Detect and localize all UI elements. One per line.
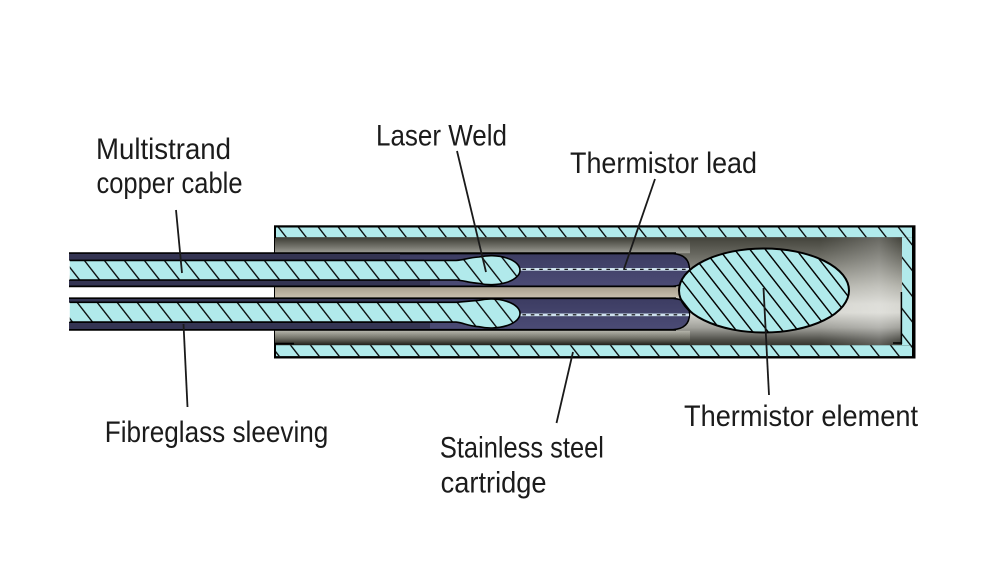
svg-text:Thermistor lead: Thermistor lead [570,147,757,180]
svg-text:cartridge: cartridge [441,467,547,500]
svg-text:Stainless steel: Stainless steel [440,431,604,464]
svg-text:Fibreglass sleeving: Fibreglass sleeving [105,416,328,449]
svg-text:Multistrand: Multistrand [96,133,231,166]
svg-text:Laser Weld: Laser Weld [376,120,507,153]
svg-text:Thermistor element: Thermistor element [684,400,918,433]
svg-text:copper cable: copper cable [97,167,243,200]
